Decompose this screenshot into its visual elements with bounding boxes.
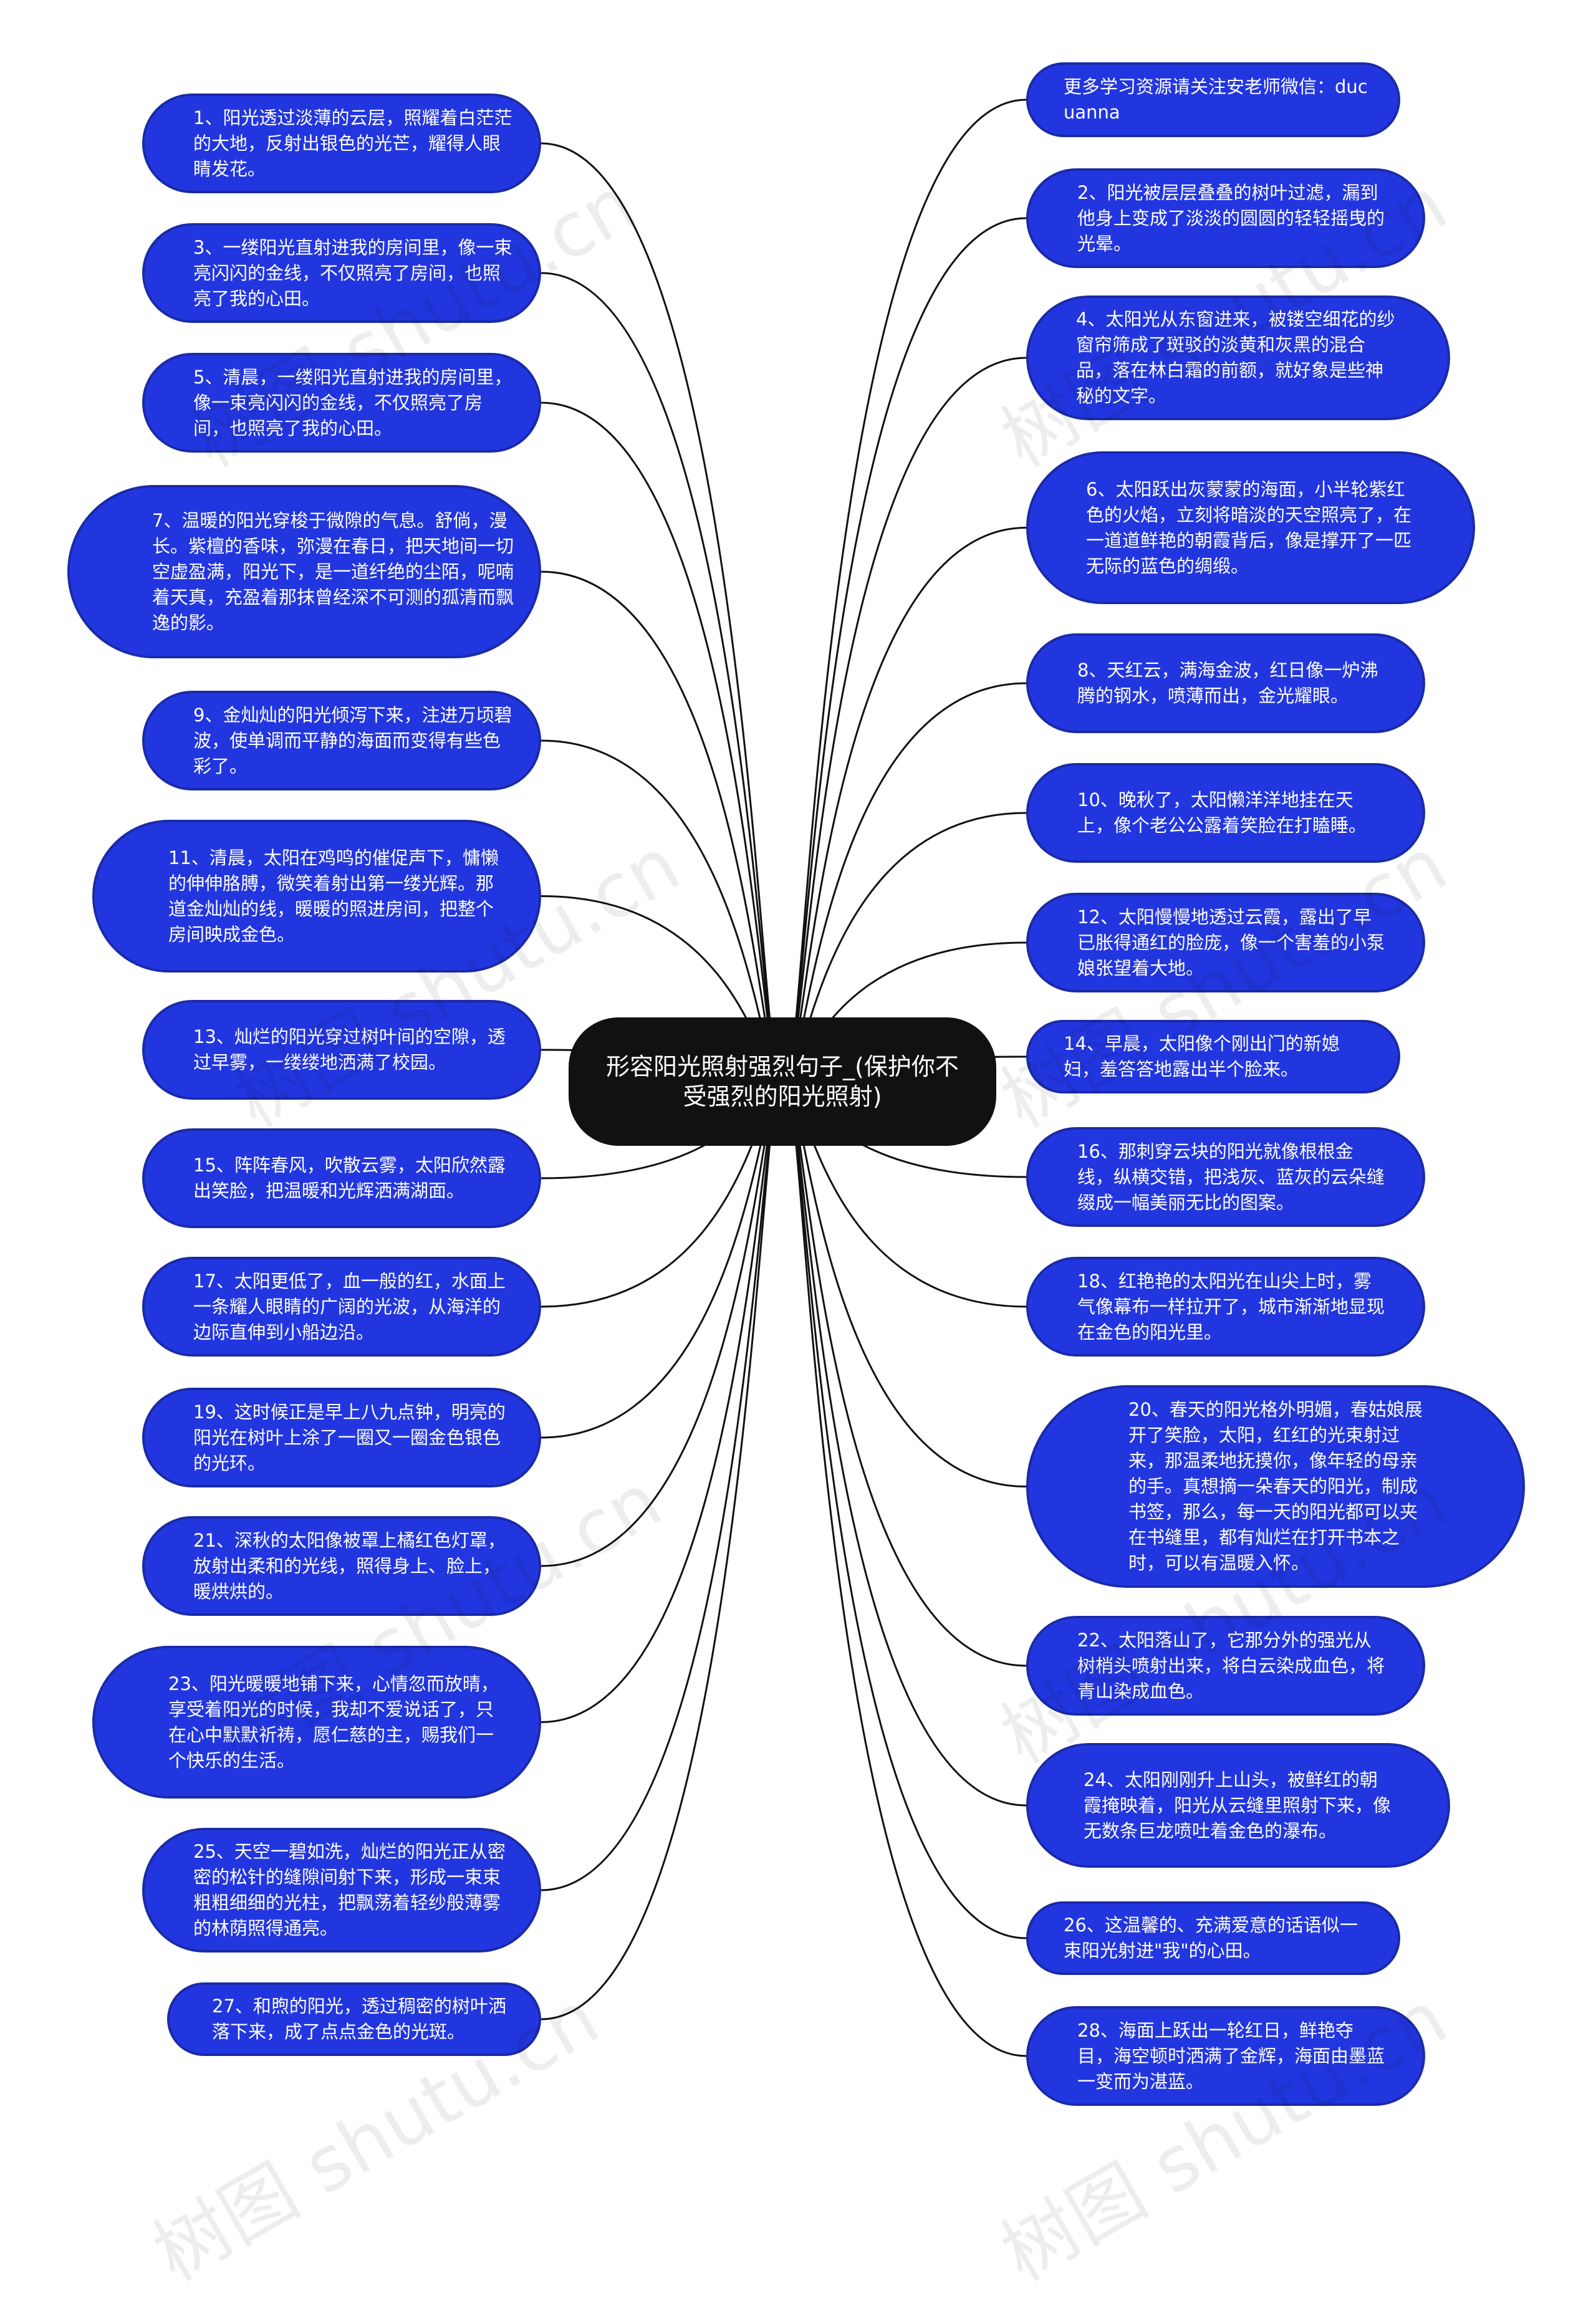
branch-node-text: 25、天空一碧如洗，灿烂的阳光正从密密的松针的缝隙间射下来，形成一束束粗粗细细的…: [193, 1841, 506, 1939]
branch-node-text: 17、太阳更低了，血一般的红，水面上一条耀人眼睛的广阔的光波，从海洋的边际直伸到…: [193, 1270, 506, 1343]
branch-node-text: 5、清晨，一缕阳光直射进我的房间里，像一束亮闪闪的金线，不仅照亮了房间，也照亮了…: [193, 366, 512, 439]
branch-node[interactable]: 更多学习资源请关注安老师微信：ducuanna: [1026, 62, 1400, 137]
branch-node-text: 28、海面上跃出一轮红日，鲜艳夺目，海空顿时洒满了金辉，海面由墨蓝一变而为湛蓝。: [1077, 2019, 1385, 2092]
root-title: 形容阳光照射强烈句子_(保护你不受强烈的阳光照射): [606, 1053, 959, 1110]
branch-node[interactable]: 2、阳光被层层叠叠的树叶过滤，漏到他身上变成了淡淡的圆圆的轻轻摇曳的光晕。: [1026, 168, 1425, 268]
branch-node[interactable]: 16、那刺穿云块的阳光就像根根金线，纵横交错，把浅灰、蓝灰的云朵缝缀成一幅美丽无…: [1026, 1127, 1425, 1227]
branch-node[interactable]: 17、太阳更低了，血一般的红，水面上一条耀人眼睛的广阔的光波，从海洋的边际直伸到…: [142, 1257, 541, 1357]
connector-line: [786, 1080, 1027, 1667]
branch-node-text: 2、阳光被层层叠叠的树叶过滤，漏到他身上变成了淡淡的圆圆的轻轻摇曳的光晕。: [1077, 181, 1385, 254]
branch-node[interactable]: 15、阵阵春风，吹散云雾，太阳欣然露出笑脸，把温暖和光辉洒满湖面。: [142, 1128, 541, 1228]
branch-node[interactable]: 14、早晨，太阳像个刚出门的新媳妇，羞答答地露出半个脸来。: [1026, 1020, 1400, 1093]
connector-line: [541, 272, 781, 1083]
branch-node[interactable]: 9、金灿灿的阳光倾泻下来，注进万顷碧波，使单调而平静的海面而变得有些色彩了。: [142, 691, 541, 790]
branch-node-text: 23、阳光暖暖地铺下来，心情忽而放晴，享受着阳光的时候，我却不爱说话了，只在心中…: [168, 1673, 499, 1771]
branch-node-text: 11、清晨，太阳在鸡鸣的催促声下，慵懒的伸伸胳膊，微笑着射出第一缕光辉。那道金灿…: [168, 847, 499, 945]
root-node[interactable]: 形容阳光照射强烈句子_(保护你不受强烈的阳光照射): [569, 1017, 996, 1146]
connector-line: [786, 1080, 1027, 1939]
branch-node[interactable]: 13、灿烂的阳光穿过树叶间的空隙，透过早雾，一缕缕地洒满了校园。: [142, 1000, 541, 1100]
branch-node[interactable]: 4、太阳光从东窗进来，被镂空细花的纱窗帘筛成了斑驳的淡黄和灰黑的混合品，落在林白…: [1026, 295, 1450, 420]
branch-node-text: 15、阵阵春风，吹散云雾，太阳欣然露出笑脸，把温暖和光辉洒满湖面。: [193, 1155, 506, 1201]
branch-node[interactable]: 28、海面上跃出一轮红日，鲜艳夺目，海空顿时洒满了金辉，海面由墨蓝一变而为湛蓝。: [1026, 2006, 1425, 2106]
branch-node-text: 12、太阳慢慢地透过云霞，露出了早已胀得通红的脸庞，像一个害羞的小泵娘张望着大地…: [1077, 906, 1385, 979]
branch-node-text: 更多学习资源请关注安老师微信：ducuanna: [1064, 76, 1368, 123]
branch-node[interactable]: 1、阳光透过淡薄的云层，照耀着白茫茫的大地，反射出银色的光芒，耀得人眼睛发花。: [142, 94, 541, 193]
branch-node-text: 26、这温馨的、充满爱意的话语似一束阳光射进"我"的心田。: [1064, 1914, 1358, 1961]
branch-node-text: 4、太阳光从东窗进来，被镂空细花的纱窗帘筛成了斑驳的淡黄和灰黑的混合品，落在林白…: [1076, 309, 1395, 406]
branch-node-text: 16、那刺穿云块的阳光就像根根金线，纵横交错，把浅灰、蓝灰的云朵缝缀成一幅美丽无…: [1077, 1140, 1385, 1213]
connector-line: [541, 142, 781, 1083]
branch-node[interactable]: 11、清晨，太阳在鸡鸣的催促声下，慵懒的伸伸胳膊，微笑着射出第一缕光辉。那道金灿…: [92, 820, 541, 973]
connector-line: [541, 1080, 780, 1567]
branch-node-text: 6、太阳跃出灰蒙蒙的海面，小半轮紫红色的火焰，立刻将暗淡的天空照亮了，在一道道鲜…: [1086, 478, 1412, 577]
branch-node[interactable]: 22、太阳落山了，它那分外的强光从树梢头喷射出来，将白云染成血色，将青山染成血色…: [1026, 1616, 1425, 1716]
branch-node-text: 27、和煦的阳光，透过稠密的树叶洒落下来，成了点点金色的光斑。: [212, 1996, 506, 2042]
branch-node[interactable]: 25、天空一碧如洗，灿烂的阳光正从密密的松针的缝隙间射下来，形成一束束粗粗细细的…: [142, 1828, 541, 1953]
branch-node-text: 7、温暖的阳光穿梭于微隙的气息。舒倘，漫长。紫檀的香味，弥漫在春日，把天地间一切…: [152, 509, 514, 633]
branch-node[interactable]: 12、太阳慢慢地透过云霞，露出了早已胀得通红的脸庞，像一个害羞的小泵娘张望着大地…: [1026, 893, 1425, 992]
branch-node-text: 13、灿烂的阳光穿过树叶间的空隙，透过早雾，一缕缕地洒满了校园。: [193, 1026, 506, 1073]
branch-node-text: 18、红艳艳的太阳光在山尖上时，雾气像幕布一样拉开了，城市渐渐地显现在金色的阳光…: [1077, 1270, 1385, 1343]
branch-node[interactable]: 10、晚秋了，太阳懒洋洋地挂在天上，像个老公公露着笑脸在打瞌睡。: [1026, 763, 1425, 863]
connector-line: [541, 1080, 781, 1891]
branch-node[interactable]: 26、这温馨的、充满爱意的话语似一束阳光射进"我"的心田。: [1026, 1901, 1400, 1975]
branch-node-text: 20、春天的阳光格外明媚，春姑娘展开了笑脸，太阳，红红的光束射过来，那温柔地抚摸…: [1128, 1399, 1423, 1573]
branch-node[interactable]: 20、春天的阳光格外明媚，春姑娘展开了笑脸，太阳，红红的光束射过来，那温柔地抚摸…: [1026, 1385, 1525, 1588]
branch-node[interactable]: 5、清晨，一缕阳光直射进我的房间里，像一束亮闪闪的金线，不仅照亮了房间，也照亮了…: [142, 353, 541, 453]
branch-node-text: 1、阳光透过淡薄的云层，照耀着白茫茫的大地，反射出银色的光芒，耀得人眼睛发花。: [193, 107, 512, 180]
branch-node[interactable]: 8、天红云，满海金波，红日像一炉沸腾的钢水，喷薄而出，金光耀眼。: [1026, 633, 1425, 733]
branch-node-text: 3、一缕阳光直射进我的房间里，像一束亮闪闪的金线，不仅照亮了房间，也照亮了我的心…: [193, 236, 512, 309]
branch-node[interactable]: 19、这时候正是早上八九点钟，明亮的阳光在树叶上涂了一圈又一圈金色银色的光环。: [142, 1388, 541, 1487]
branch-node-text: 9、金灿灿的阳光倾泻下来，注进万顷碧波，使单调而平静的海面而变得有些色彩了。: [193, 704, 512, 777]
branch-node[interactable]: 18、红艳艳的太阳光在山尖上时，雾气像幕布一样拉开了，城市渐渐地显现在金色的阳光…: [1026, 1257, 1425, 1357]
branch-node[interactable]: 7、温暖的阳光穿梭于微隙的气息。舒倘，漫长。紫檀的香味，弥漫在春日，把天地间一切…: [67, 485, 541, 658]
connector-line: [786, 527, 1027, 1083]
branch-node-text: 14、早晨，太阳像个刚出门的新媳妇，羞答答地露出半个脸来。: [1064, 1033, 1340, 1080]
branch-node-text: 19、这时候正是早上八九点钟，明亮的阳光在树叶上涂了一圈又一圈金色银色的光环。: [193, 1401, 506, 1474]
connector-line: [541, 1080, 781, 2020]
branch-node-text: 22、太阳落山了，它那分外的强光从树梢头喷射出来，将白云染成血色，将青山染成血色…: [1077, 1629, 1385, 1702]
branch-node[interactable]: 6、太阳跃出灰蒙蒙的海面，小半轮紫红色的火焰，立刻将暗淡的天空照亮了，在一道道鲜…: [1026, 451, 1475, 604]
branch-node-text: 24、太阳刚刚升上山头，被鲜红的朝霞掩映着，阳光从云缝里照射下来，像无数条巨龙喷…: [1084, 1769, 1392, 1842]
branch-node-text: 8、天红云，满海金波，红日像一炉沸腾的钢水，喷薄而出，金光耀眼。: [1077, 660, 1378, 706]
connector-line: [786, 217, 1027, 1083]
branch-node[interactable]: 21、深秋的太阳像被罩上橘红色灯罩，放射出柔和的光线，照得身上、脸上，暖烘烘的。: [142, 1516, 541, 1616]
branch-node[interactable]: 24、太阳刚刚升上山头，被鲜红的朝霞掩映着，阳光从云缝里照射下来，像无数条巨龙喷…: [1026, 1743, 1450, 1868]
branch-node-text: 21、深秋的太阳像被罩上橘红色灯罩，放射出柔和的光线，照得身上、脸上，暖烘烘的。: [193, 1529, 506, 1602]
branch-node-text: 10、晚秋了，太阳懒洋洋地挂在天上，像个老公公露着笑脸在打瞌睡。: [1077, 789, 1367, 836]
branch-node[interactable]: 3、一缕阳光直射进我的房间里，像一束亮闪闪的金线，不仅照亮了房间，也照亮了我的心…: [142, 223, 541, 323]
branch-node[interactable]: 23、阳光暖暖地铺下来，心情忽而放晴，享受着阳光的时候，我却不爱说话了，只在心中…: [92, 1646, 541, 1799]
branch-node[interactable]: 27、和煦的阳光，透过稠密的树叶洒落下来，成了点点金色的光斑。: [167, 1982, 541, 2056]
